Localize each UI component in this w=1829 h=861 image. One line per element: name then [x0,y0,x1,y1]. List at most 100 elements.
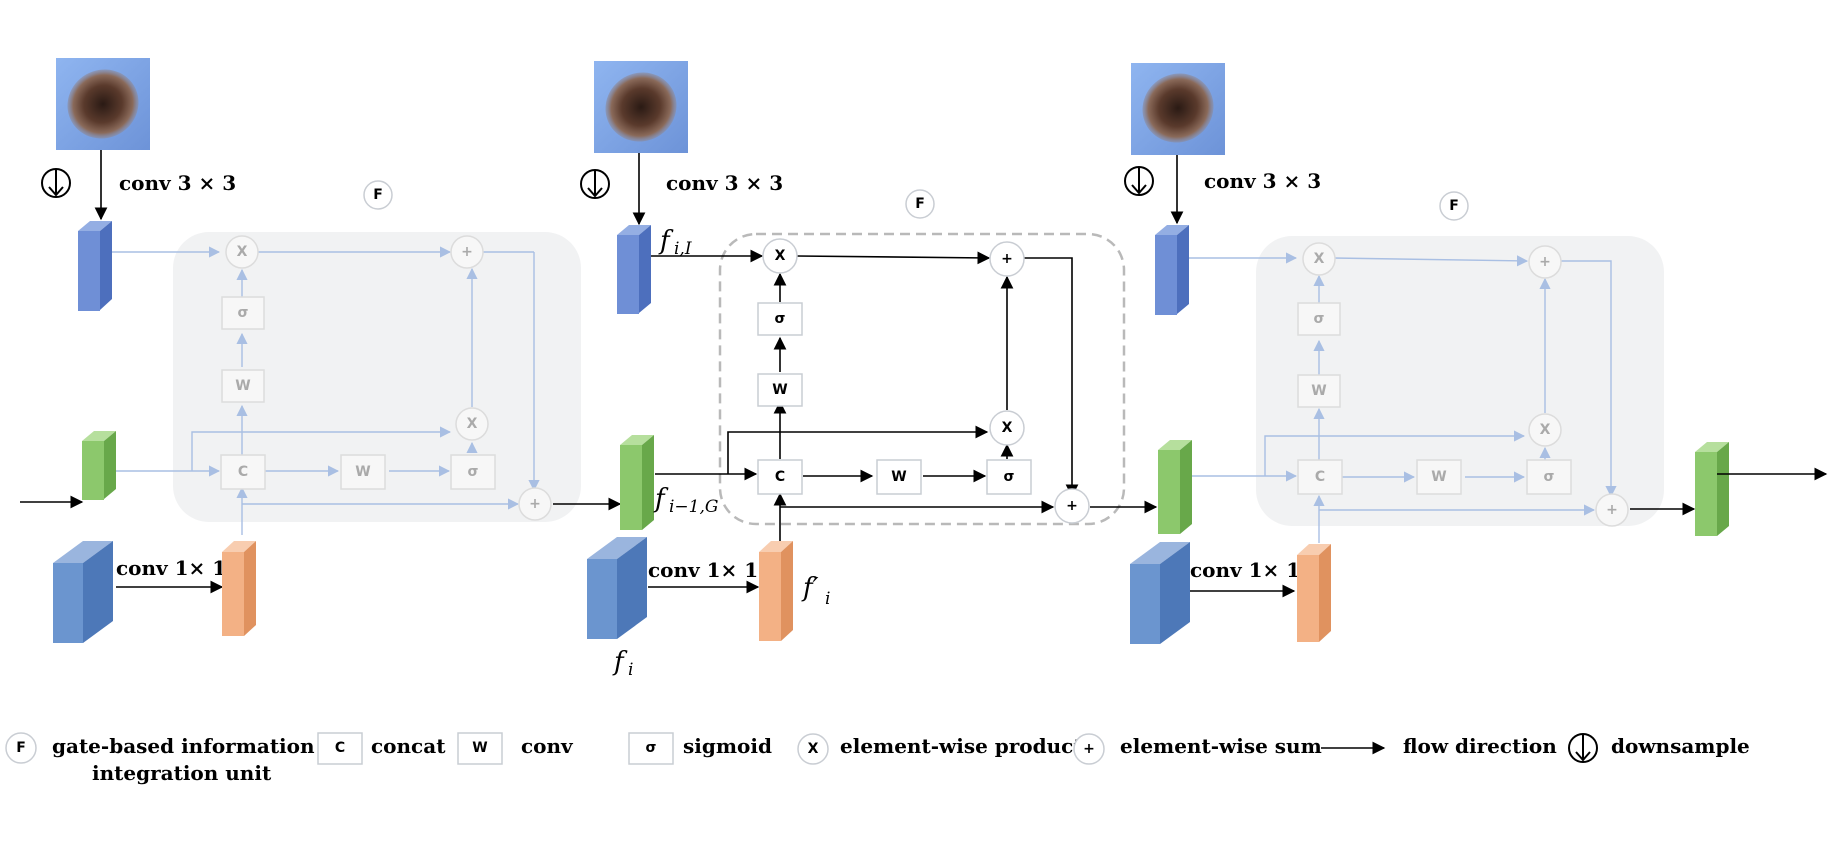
downsample-icon [580,169,610,199]
stage-3: conv 3 × 3 F conv 1× 1 [1124,63,1828,644]
product-node [762,238,798,274]
sum-symbol: + [1539,254,1551,270]
sum-node-faded-2 [518,487,552,521]
sigmoid-symbol: σ [775,311,786,327]
legend-symbol: W [472,740,487,756]
product-node-faded-2 [455,407,489,441]
gate-unit-panel [173,232,581,522]
unit-f-icon [905,189,935,219]
conv-node-faded-2 [340,454,386,490]
legend-symbol: σ [646,740,657,756]
concat-symbol: C [775,469,785,485]
sigmoid-symbol: σ [1314,311,1325,327]
sigmoid-symbol: σ [468,464,479,480]
conv3-label: conv 3 × 3 [1204,169,1321,193]
f-iI-sub: i,I [674,239,692,259]
feature-block-green [1158,440,1192,534]
concat-node-faded [220,454,266,490]
unit-f-label: F [1449,198,1459,214]
legend-item-sum: + element-wise sum [1073,733,1322,765]
legend-item-conv: W conv [457,732,574,765]
sum-node-2 [1054,488,1090,524]
f-iI-label: f [658,226,674,256]
legend-label: gate-based information [52,734,315,758]
legend-symbol: F [16,740,26,756]
product-node-faded [1302,242,1336,276]
legend-label: downsample [1611,734,1750,758]
feature-block-green [620,435,654,530]
lesion-image-1 [56,58,150,150]
conv3-label: conv 3 × 3 [666,171,783,195]
feature-block-blue [1155,225,1189,315]
f-prime-sub: i [825,589,830,609]
conv-node-faded [221,369,265,403]
conv1-label: conv 1× 1 [648,558,758,582]
legend-label: concat [371,734,446,758]
sum-symbol: + [529,496,541,512]
sum-node [989,241,1025,277]
gate-unit-active [718,232,1126,526]
input-cube [53,541,113,643]
f-i-label: f [612,647,628,677]
legend-item-flow: flow direction [1321,734,1557,758]
stage-2: conv 3 × 3 F f i,I f i−1,G f i conv 1× 1 [580,61,1158,680]
f-iG-label: f [653,484,669,514]
sum-symbol: + [1606,502,1618,518]
conv-node-faded [1297,374,1341,408]
conv1-label: conv 1× 1 [116,556,226,580]
conv3-label: conv 3 × 3 [119,171,236,195]
downsample-icon [41,168,71,198]
conv-symbol: W [1311,383,1326,399]
legend-symbol: X [808,741,819,757]
lesion-image-3 [1131,63,1225,155]
sigmoid-node-faded-2 [450,454,496,490]
concat-symbol: C [238,464,248,480]
legend-label: flow direction [1403,734,1557,758]
unit-f-icon [1439,191,1469,221]
sigmoid-symbol: σ [238,305,249,321]
product-symbol: X [237,244,248,260]
downsample-icon [1124,166,1154,196]
conv-node-faded-2 [1416,459,1462,495]
feature-block-blue [617,225,651,314]
sigmoid-node-faded [221,296,265,330]
product-symbol: X [467,416,478,432]
sum-symbol: + [1066,498,1078,514]
legend-item-unit: F gate-based information integration uni… [5,732,315,785]
sum-node-faded [450,235,484,269]
sigmoid-symbol: σ [1004,469,1015,485]
legend-label: element-wise sum [1120,734,1322,758]
conv1-label: conv 1× 1 [1190,558,1300,582]
f-prime-label: f′ [801,573,819,603]
sigmoid-node-faded [1297,302,1341,336]
sum-node-faded [1528,245,1562,279]
product-node-faded [225,235,259,269]
unit-f-label: F [915,196,925,212]
legend-symbol: + [1083,741,1095,757]
legend-label-2: integration unit [92,761,272,785]
product-symbol: X [1002,420,1013,436]
f-i-sub: i [628,660,633,680]
stage-1: conv 3 × 3 F conv 1× 1 [20,58,622,643]
conv-symbol: W [1431,469,1446,485]
conv-node-2 [876,459,922,495]
product-symbol: X [1314,251,1325,267]
legend: F gate-based information integration uni… [5,732,1750,785]
legend-symbol: C [335,740,345,756]
conv-symbol: W [772,382,787,398]
concat-symbol: C [1315,469,1325,485]
lesion-image-2 [594,61,688,153]
feature-block-green-out [1695,442,1729,536]
legend-item-concat: C concat [317,732,446,765]
sigmoid-node-faded-2 [1526,459,1572,495]
sigmoid-node [757,302,803,336]
legend-label: sigmoid [683,734,772,758]
legend-label: element-wise product [840,734,1083,758]
concat-node-faded [1297,459,1343,495]
input-cube [1130,542,1190,644]
legend-label: conv [521,734,574,758]
feature-block-green [82,431,116,500]
input-cube [587,537,647,639]
legend-item-downsample: downsample [1568,733,1750,763]
